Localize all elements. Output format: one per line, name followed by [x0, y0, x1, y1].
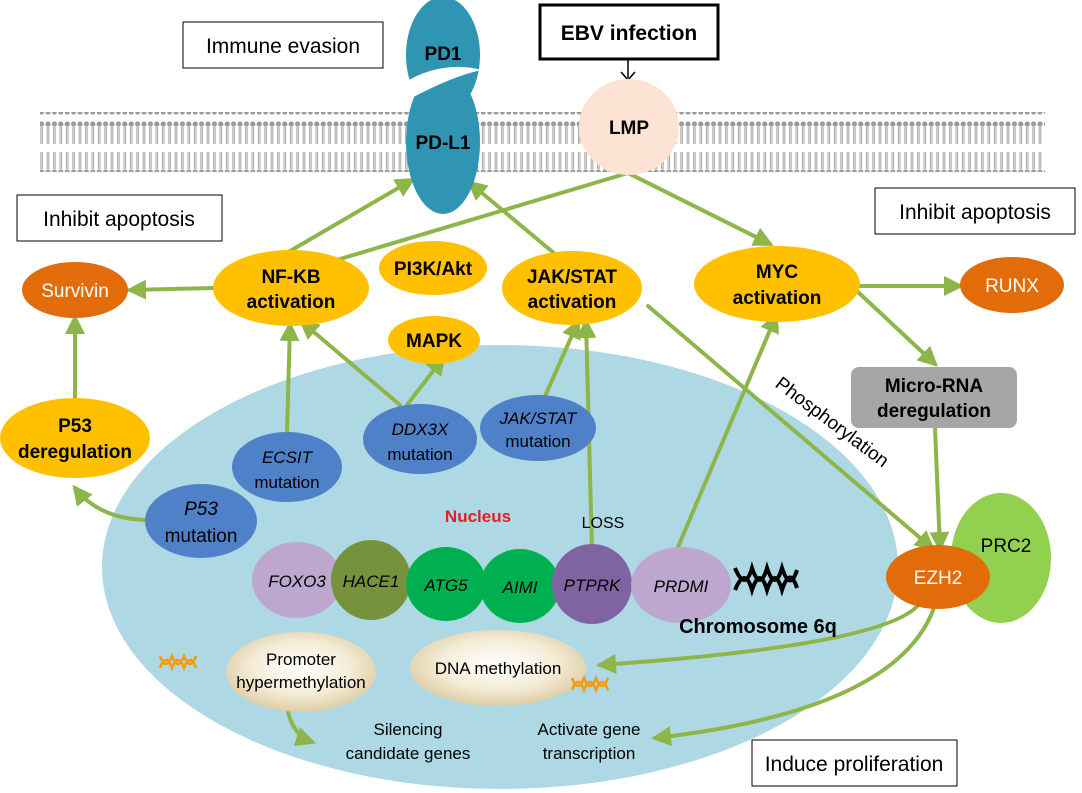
- arrow-nfkb-to-pdl1: [283, 177, 416, 256]
- microrna-label-1: Micro-RNA: [885, 376, 983, 397]
- silencing-label-1: Silencing: [374, 720, 443, 739]
- jakstat-mutation-label-1: JAK/STAT: [499, 409, 578, 428]
- p53-mutation-label-2: mutation: [165, 526, 238, 547]
- jakstat-node: [502, 251, 642, 325]
- loss-label: LOSS: [582, 515, 625, 532]
- mapk-node: [388, 316, 480, 364]
- arrow-prdmi-to-myc: [676, 312, 779, 549]
- arrow-ecsit-to-nfkb: [279, 321, 300, 434]
- nfkb-node: [213, 250, 369, 326]
- ezh2-label: EZH2: [914, 568, 963, 589]
- dna-methylation-label: DNA methylation: [435, 659, 562, 678]
- inhibit-apoptosis-right-box: [874, 187, 1076, 235]
- gene-ptprk: [552, 544, 632, 624]
- microrna-label-2: deregulation: [877, 401, 991, 422]
- inhibit-apoptosis-left-label: Inhibit apoptosis: [43, 208, 195, 231]
- gene-label-atg5: ATG5: [423, 576, 468, 595]
- survivin-label: Survivin: [41, 281, 109, 302]
- chromosome-label: Chromosome 6q: [679, 616, 837, 638]
- promoter-hypermethylation-node: [226, 632, 376, 712]
- arrow-ddx3x-to-nfkb: [298, 319, 402, 407]
- jakstat-mutation-label-2: mutation: [505, 432, 570, 451]
- pdl1-receptor: [406, 70, 480, 214]
- induce-proliferation-box: [751, 739, 958, 787]
- lmp-label: LMP: [609, 118, 649, 139]
- pi3k-node: [379, 241, 487, 295]
- lmp-node: [579, 79, 679, 175]
- nfkb-label-2: activation: [247, 292, 336, 313]
- gene-foxo3: [252, 542, 342, 618]
- inhibit-apoptosis-left-box: [16, 194, 223, 242]
- gene-label-hace1: HACE1: [343, 572, 400, 591]
- pi3k-label: PI3K/Akt: [394, 259, 473, 280]
- p53-deregulation-node: [0, 398, 150, 478]
- runx-label: RUNX: [985, 276, 1039, 297]
- prc2-label: PRC2: [981, 536, 1032, 557]
- promoter-label-2: hypermethylation: [236, 673, 365, 692]
- p53-mutation-node: [145, 484, 257, 558]
- arrow-p53mut-to-p53dereg: [72, 484, 152, 522]
- gene-label-ptprk: PTPRK: [564, 576, 621, 595]
- jakstat-label-1: JAK/STAT: [527, 267, 617, 288]
- survivin-node: [22, 262, 128, 318]
- arrows: [65, 171, 964, 747]
- arrow-ddx3x-to-mapk: [405, 354, 446, 407]
- myc-label-2: activation: [733, 288, 822, 309]
- immune-evasion-box: [182, 21, 384, 69]
- activate-label-1: Activate gene: [537, 720, 640, 739]
- arrow-ezh2-to-activate-transcription: [651, 603, 937, 747]
- silencing-label-2: candidate genes: [346, 744, 471, 763]
- arrow-lmp-to-nfkb: [328, 171, 630, 264]
- pdl1-label: PD-L1: [416, 133, 471, 154]
- mapk-label: MAPK: [406, 331, 462, 352]
- ezh2-node: [886, 545, 990, 609]
- ebv-infection-box: [538, 3, 720, 61]
- ecsit-mutation-label-2: mutation: [254, 473, 319, 492]
- cell-membrane: [40, 112, 1045, 172]
- methylation-dna-icon: [158, 652, 610, 694]
- nucleus-label: Nucleus: [445, 507, 511, 526]
- ecsit-mutation-node: [232, 432, 342, 502]
- gene-atg5: [406, 547, 486, 621]
- pd-binding-gap: [405, 66, 482, 100]
- p53-deregulation-label-2: deregulation: [18, 442, 132, 463]
- gene-label-foxo3: FOXO3: [268, 572, 326, 591]
- arrow-promoter-to-silencing: [285, 705, 316, 747]
- gene-prdmi: [631, 547, 731, 623]
- gene-label-prdmi: PRDMI: [654, 577, 709, 596]
- induce-proliferation-label: Induce proliferation: [765, 753, 944, 776]
- myc-label-1: MYC: [756, 262, 799, 283]
- microrna-box: [851, 367, 1017, 428]
- p53-deregulation-label-1: P53: [58, 416, 92, 437]
- ddx3x-mutation-label-2: mutation: [387, 445, 452, 464]
- myc-node: [694, 246, 860, 322]
- arrow-microrna-to-ezh2: [929, 426, 950, 552]
- arrow-ezh2-to-dna-methylation: [596, 601, 922, 674]
- dna-methylation-node: [410, 630, 586, 706]
- activate-label-2: transcription: [543, 744, 636, 763]
- gene-hace1: [331, 540, 411, 620]
- p53-mutation-label-1: P53: [184, 499, 218, 520]
- promoter-label-1: Promoter: [266, 650, 336, 669]
- ecsit-mutation-label-1: ECSIT: [262, 448, 314, 467]
- pd1-label: PD1: [425, 44, 462, 65]
- gene-label-aimi: AIMI: [502, 578, 538, 597]
- runx-node: [960, 257, 1064, 313]
- immune-evasion-label: Immune evasion: [206, 35, 360, 58]
- arrow-jakstat-to-pdl1: [466, 180, 557, 256]
- ddx3x-mutation-label-1: DDX3X: [392, 420, 449, 439]
- arrow-nfkb-to-survivin: [126, 279, 215, 300]
- gene-aimi: [480, 549, 560, 623]
- ebv-infection-label: EBV infection: [561, 22, 698, 45]
- ddx3x-mutation-node: [363, 404, 477, 474]
- jakstat-label-2: activation: [528, 292, 617, 313]
- jakstat-mutation-node: [480, 395, 596, 461]
- arrow-lmp-to-myc: [626, 171, 774, 246]
- nfkb-label-1: NF-KB: [261, 267, 320, 288]
- inhibit-apoptosis-right-label: Inhibit apoptosis: [899, 201, 1051, 224]
- arrow-myc-to-microrna: [856, 290, 938, 367]
- arrow-jakmut-to-jakstat: [543, 318, 581, 398]
- arrow-jakstat-to-ezh2: [646, 304, 936, 551]
